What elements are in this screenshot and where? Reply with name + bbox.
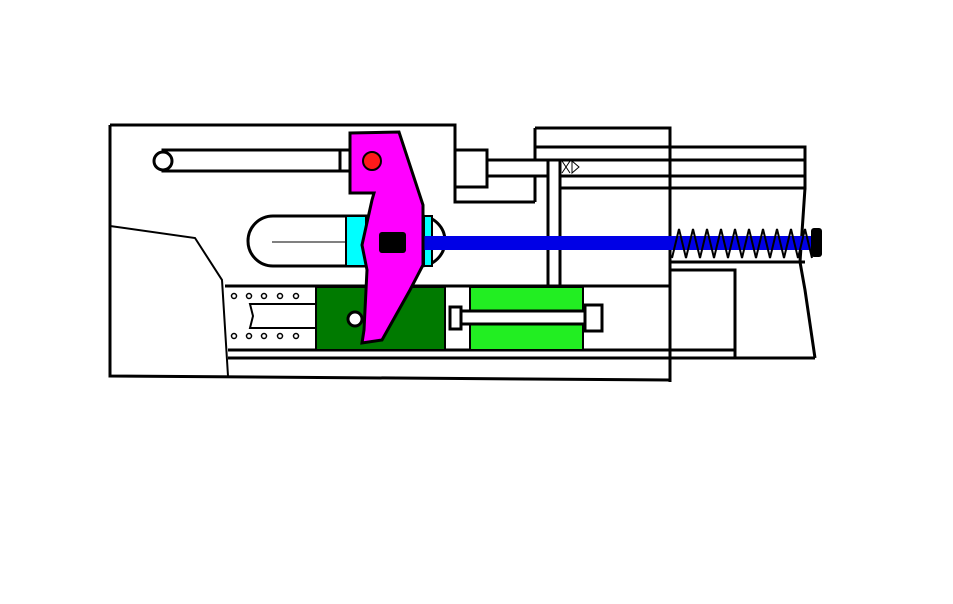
vent-hole (230, 292, 238, 300)
upper-rod (161, 148, 355, 173)
hammer-pivot-pin (362, 151, 382, 171)
upper-rod-end (152, 150, 174, 172)
rod-guide-block (453, 148, 489, 189)
vent-hole (260, 292, 268, 300)
vent-holes (230, 292, 300, 340)
vent-hole (292, 332, 300, 340)
vent-hole (276, 332, 284, 340)
lower-rod (458, 309, 595, 326)
vent-hole (260, 332, 268, 340)
connecting-rod (485, 158, 557, 178)
sear-pin (346, 310, 364, 328)
lower-rod-cap-left (448, 305, 463, 331)
vent-hole (245, 332, 253, 340)
lower-rod-cap-right (583, 303, 604, 333)
firing-rod-end-cap (811, 228, 822, 257)
recoil-spring (671, 228, 813, 259)
vent-hole (245, 292, 253, 300)
vent-hole (276, 292, 284, 300)
vent-hole (292, 292, 300, 300)
housing-stock-cut (109, 225, 229, 377)
firing-pin-head (379, 232, 406, 253)
latch-detail (561, 159, 580, 175)
vent-hole (230, 332, 238, 340)
upper-rail (535, 145, 807, 190)
chamber-slot (248, 303, 316, 329)
